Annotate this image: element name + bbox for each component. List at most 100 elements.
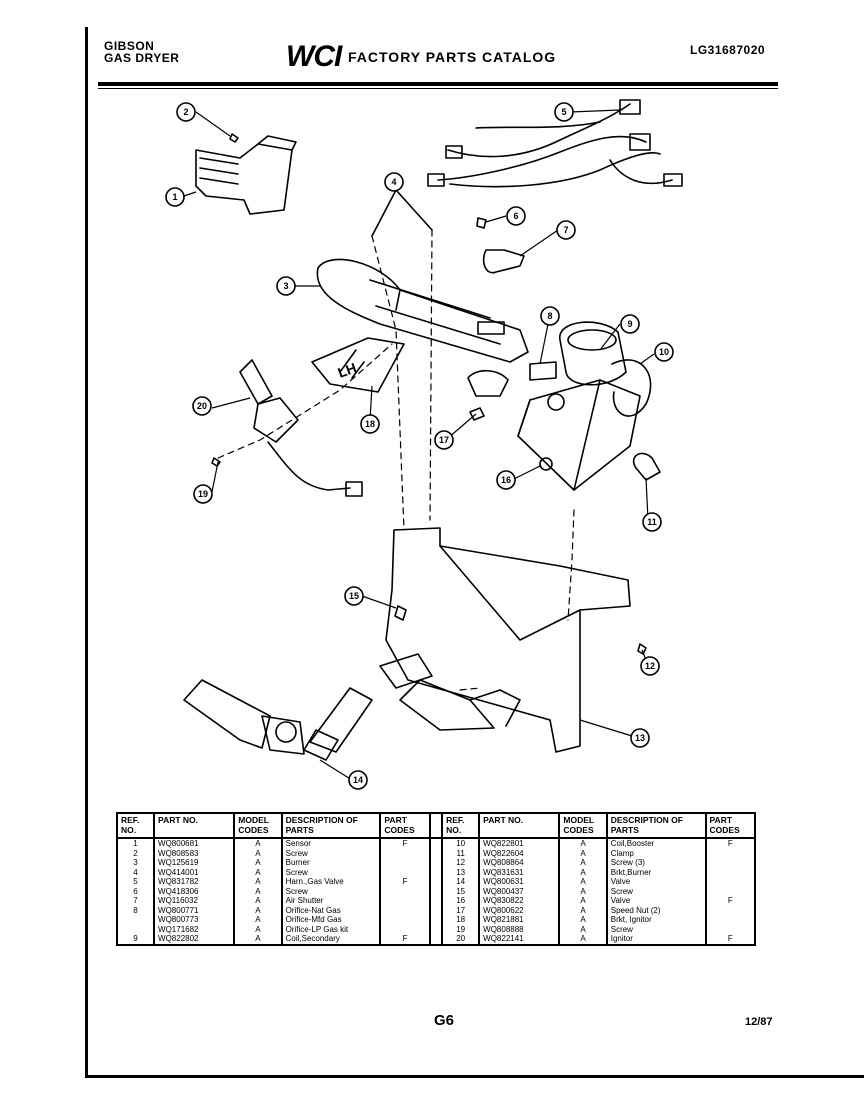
callout-circle	[554, 102, 574, 122]
table-cell-model: A	[558, 896, 608, 906]
table-cell-desc: Clamp	[605, 848, 707, 858]
table-cell-part: WQ125619	[153, 858, 236, 868]
table-cell-part: WQ822802	[153, 934, 236, 946]
table-cell-model: A	[233, 934, 283, 946]
col-part-codes: PART CODES	[379, 812, 431, 839]
callout-circle	[360, 414, 380, 434]
table-cell-part: WQ414001	[153, 867, 236, 877]
table-cell-model: A	[558, 867, 608, 877]
col-description: DESCRIPTION OF PARTS	[280, 812, 382, 839]
table-cell-ref: 18	[441, 915, 481, 925]
table-cell-desc: Valve	[605, 896, 707, 906]
page-frame	[85, 27, 864, 1078]
col-ref-no-2: REF. NO.	[441, 812, 481, 839]
callout-number: 13	[635, 733, 645, 743]
screw-part-2	[229, 133, 239, 143]
callout-number: 19	[198, 489, 208, 499]
callout-number: 6	[513, 211, 518, 221]
leader-4	[371, 189, 433, 237]
table-cell-model: A	[558, 848, 608, 858]
table-cell-model: A	[233, 858, 283, 868]
table-cell-desc: Screw	[605, 886, 707, 896]
col-part-no-2: PART NO.	[478, 812, 561, 839]
callout-circle	[165, 187, 185, 207]
table-gap	[428, 924, 444, 934]
table-cell-part: WQ821881	[478, 915, 561, 925]
table-cell-ref: 20	[441, 934, 481, 946]
table-cell-part: WQ822604	[478, 848, 561, 858]
table-cell-desc: Harn.,Gas Valve	[280, 877, 382, 887]
table-cell-model: A	[233, 905, 283, 915]
table-cell-ref: 15	[441, 886, 481, 896]
table-cell-code	[704, 886, 757, 896]
burner-bracket-part	[379, 527, 631, 753]
callout-number: 14	[353, 775, 363, 785]
table-cell-model: A	[558, 934, 608, 946]
table-gap	[428, 867, 444, 877]
table-cell-desc: Air Shutter	[280, 896, 382, 906]
table-cell-code: F	[379, 877, 431, 887]
table-cell-part: WQ800622	[478, 905, 561, 915]
table-cell-desc: Screw	[605, 924, 707, 934]
table-cell-desc: Burner	[280, 858, 382, 868]
callout-circle	[192, 396, 212, 416]
table-cell-model: A	[233, 886, 283, 896]
brand-line-2: GAS DRYER	[104, 51, 180, 65]
table-cell-part: WQ808864	[478, 858, 561, 868]
table-cell-desc: Screw	[280, 848, 382, 858]
callout-number: 18	[365, 419, 375, 429]
table-cell-desc: Brkt, Ignitor	[605, 915, 707, 925]
catalog-date: 12/87	[745, 1016, 773, 1028]
table-gap	[428, 934, 444, 946]
table-cell-desc: Sensor	[280, 838, 382, 849]
callout-number: 20	[197, 401, 207, 411]
table-cell-model: A	[558, 915, 608, 925]
table-cell-ref: 5	[115, 877, 156, 887]
table-cell-code	[704, 848, 757, 858]
callout-circle	[193, 484, 213, 504]
table-cell-code	[379, 867, 431, 877]
table-cell-code: F	[704, 838, 757, 849]
callout-leaders	[183, 109, 655, 781]
table-cell-code	[379, 924, 431, 934]
table-cell-ref: 17	[441, 905, 481, 915]
table-cell-part: WQ418306	[153, 886, 236, 896]
ignitor-bracket-part	[311, 337, 405, 393]
table-cell-part: WQ800773	[153, 915, 236, 925]
table-cell-ref: 7	[115, 896, 156, 906]
screw-part-19	[211, 457, 221, 467]
callout-circle	[556, 220, 576, 240]
callout-number: 10	[659, 347, 669, 357]
table-cell-model: A	[558, 924, 608, 934]
table-cell-part: WQ116032	[153, 896, 236, 906]
table-cell-code: F	[704, 896, 757, 906]
callout-circle	[176, 102, 196, 122]
table-cell-desc: Screw (3)	[605, 858, 707, 868]
callout-number: 5	[561, 107, 566, 117]
table-cell-ref: 14	[441, 877, 481, 887]
callout-number: 12	[645, 661, 655, 671]
brand-line-1: GIBSON	[104, 39, 155, 53]
table-cell-part: WQ822801	[478, 838, 561, 849]
table-cell-model: A	[558, 886, 608, 896]
callout-number: 2	[183, 107, 188, 117]
table-gap	[428, 858, 444, 868]
table-cell-part: WQ171682	[153, 924, 236, 934]
table-cell-desc: Ignitor	[605, 934, 707, 946]
callout-circle	[654, 342, 674, 362]
assembly-guide-lines	[217, 229, 575, 691]
table-cell-code	[704, 924, 757, 934]
table-cell-ref: 3	[115, 858, 156, 868]
table-cell-ref: 8	[115, 905, 156, 915]
table-cell-code	[379, 848, 431, 858]
